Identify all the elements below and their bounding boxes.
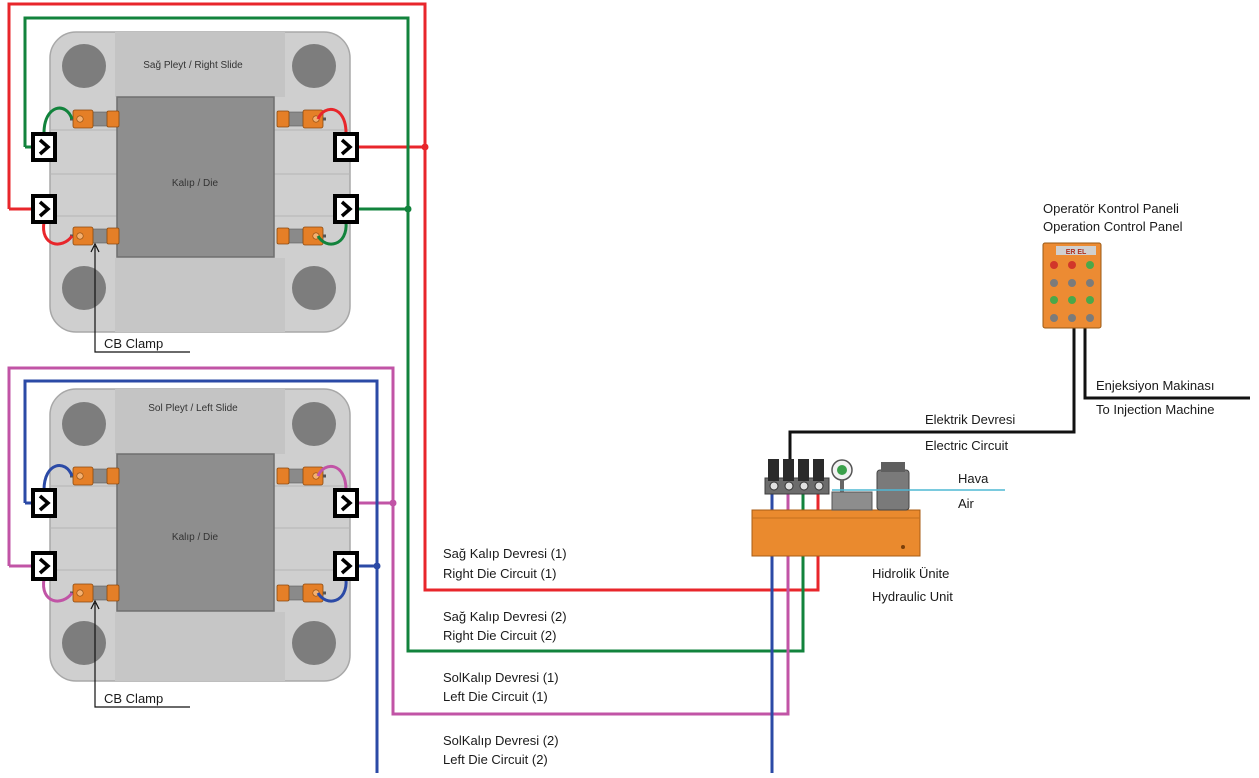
junction-dot	[389, 499, 397, 507]
electric-circuit-label: Elektrik Devresi	[925, 412, 1015, 427]
circuit-label: SolKalıp Devresi (1)	[443, 670, 559, 685]
hose-loop	[42, 464, 74, 491]
hydraulic-unit	[751, 459, 921, 557]
hose-loop	[316, 464, 348, 491]
cb-clamp	[68, 225, 121, 247]
quick-coupler	[31, 551, 57, 581]
bolt-hole	[292, 44, 336, 88]
right-die-circuit-1-line	[7, 2, 820, 592]
junction-dot	[421, 143, 429, 151]
operation-control-panel	[1042, 242, 1102, 329]
hose-loop	[42, 221, 74, 246]
hose-loop	[316, 221, 348, 246]
quick-coupler	[31, 194, 57, 224]
quick-coupler	[31, 132, 57, 162]
air-label: Hava	[958, 471, 989, 486]
cb-clamp	[68, 582, 121, 604]
cb-clamp	[68, 465, 121, 487]
left-slide-plate	[49, 388, 351, 682]
air-label: Air	[958, 496, 975, 511]
circuit-label: SolKalıp Devresi (2)	[443, 733, 559, 748]
right-die-circuit-2-line	[23, 16, 805, 653]
control-panel-title: Operatör Kontrol Paneli	[1043, 201, 1179, 216]
die-block	[116, 453, 275, 612]
bolt-hole	[62, 621, 106, 665]
quick-coupler	[333, 194, 359, 224]
quick-coupler	[333, 551, 359, 581]
bolt-hole	[62, 402, 106, 446]
bolt-hole	[292, 266, 336, 310]
clamp-callout-line	[94, 603, 190, 708]
bolt-hole	[62, 266, 106, 310]
hose-loop	[316, 107, 348, 134]
right-slide-plate	[49, 31, 351, 333]
left-slide-title: Sol Pleyt / Left Slide	[148, 403, 238, 414]
clamp-callout-line	[94, 246, 190, 353]
bolt-hole	[62, 44, 106, 88]
bolt-hole	[292, 621, 336, 665]
top-clamp-callout: CB Clamp	[104, 336, 163, 351]
hose-loop	[42, 106, 74, 134]
left-die-circuit-2-line	[23, 379, 379, 773]
right-slide-title: Sağ Pleyt / Right Slide	[143, 60, 243, 71]
circuit-label: Sağ Kalıp Devresi (1)	[443, 546, 567, 561]
quick-coupler	[31, 488, 57, 518]
die-block	[116, 96, 275, 258]
quick-coupler	[333, 488, 359, 518]
panel-brand-logo: ER EL	[1066, 249, 1087, 256]
left-die-label: Kalıp / Die	[172, 532, 219, 543]
injection-machine-label: Enjeksiyon Makinası	[1096, 378, 1215, 393]
hose-loop	[42, 578, 74, 603]
control-panel-title: Operation Control Panel	[1043, 219, 1183, 234]
cb-clamp	[68, 108, 121, 130]
quick-coupler	[333, 132, 359, 162]
left-die-circuit-1-line	[7, 366, 790, 716]
injection-machine-label: To Injection Machine	[1096, 402, 1215, 417]
circuit-label: Right Die Circuit (2)	[443, 628, 556, 643]
circuit-label: Sağ Kalıp Devresi (2)	[443, 609, 567, 624]
hose-loop	[316, 578, 348, 603]
electric-circuit-line	[788, 328, 1076, 459]
bottom-clamp-callout: CB Clamp	[104, 691, 163, 706]
circuit-label: Right Die Circuit (1)	[443, 566, 556, 581]
junction-dot	[373, 562, 381, 570]
right-die-label: Kalıp / Die	[172, 178, 219, 189]
injection-machine-line	[1083, 328, 1250, 400]
circuit-label: Left Die Circuit (2)	[443, 752, 548, 767]
bolt-hole	[292, 402, 336, 446]
electric-circuit-label: Electric Circuit	[925, 438, 1008, 453]
junction-dot	[404, 205, 412, 213]
hydraulic-unit-label: Hidrolik Ünite	[872, 566, 949, 581]
circuit-label: Left Die Circuit (1)	[443, 689, 548, 704]
hydraulic-unit-label: Hydraulic Unit	[872, 589, 953, 604]
